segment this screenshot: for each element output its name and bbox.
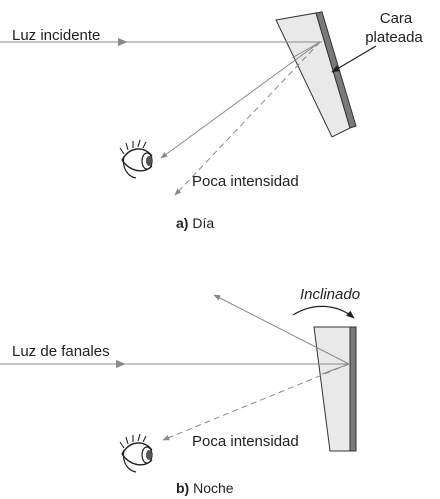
- reflected-ray-weak: [174, 41, 321, 196]
- headlight-label: Luz de fanales: [12, 343, 110, 360]
- silvered-face: [349, 326, 357, 452]
- panel-a: Luz incidente Cara plateada Poca intensi…: [0, 10, 423, 231]
- eye-icon: [119, 433, 153, 473]
- internal-ray: [291, 41, 321, 59]
- internal-ray: [321, 363, 350, 375]
- caption-b-letter: b): [176, 480, 189, 496]
- silver-face-label-1: Cara: [380, 10, 413, 27]
- incident-light-label: Luz incidente: [12, 27, 100, 44]
- caption-a: a) Día: [176, 215, 214, 231]
- silver-face-label-2: plateada: [365, 29, 423, 46]
- incident-arrow: [118, 38, 128, 46]
- panel-b: Inclinado Luz de fanales Poca intensidad…: [0, 286, 360, 496]
- reflected-ray-strong: [160, 41, 321, 159]
- caption-a-letter: a): [176, 215, 188, 231]
- mirror-glass: [313, 326, 351, 452]
- tilted-label: Inclinado: [300, 286, 360, 303]
- reflected-ray-strong: [213, 294, 350, 365]
- low-intensity-label-b: Poca intensidad: [192, 433, 299, 450]
- mirror-prism-a: [275, 11, 357, 138]
- low-intensity-label-a: Poca intensidad: [192, 173, 299, 190]
- caption-a-text: Día: [188, 215, 214, 231]
- tilt-arrow: [292, 305, 355, 319]
- reflected-ray-weak: [162, 363, 350, 441]
- caption-b: b) Noche: [176, 480, 234, 496]
- mirror-prism-b: [313, 326, 357, 452]
- silver-pointer: [331, 45, 377, 73]
- caption-b-text: Noche: [189, 480, 234, 496]
- eye-icon: [119, 139, 153, 179]
- incident-arrow: [116, 360, 126, 368]
